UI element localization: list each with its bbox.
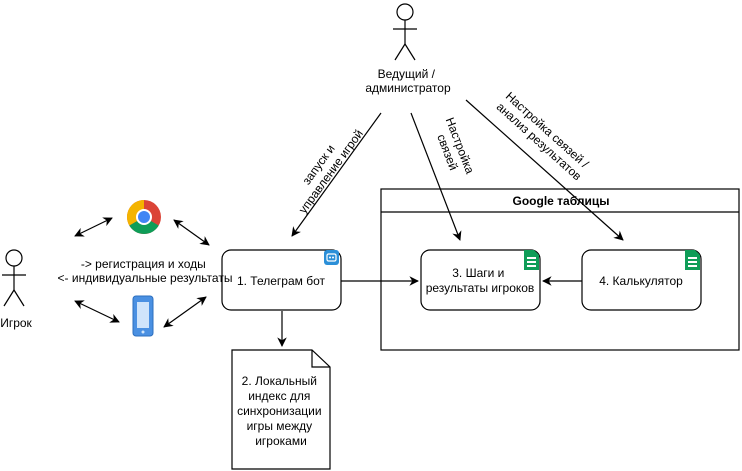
- edges: [74, 99, 624, 347]
- group-title: Google таблицы: [513, 194, 610, 208]
- google-sheets-icon: [685, 250, 700, 270]
- steps-results-label: 3. Шаги и результаты игроков: [426, 266, 535, 295]
- mobile-phone-icon: [132, 295, 154, 337]
- edge-admin-to-calc: [465, 99, 624, 241]
- player-label: Игрок: [0, 316, 32, 330]
- player-channel-label: -> регистрация и ходы <- индивидуальные …: [58, 257, 233, 285]
- telegram-bot-icon: [324, 250, 339, 265]
- chrome-browser-icon: [127, 200, 161, 234]
- calculator-node[interactable]: 4. Калькулятор: [581, 249, 702, 311]
- edge-label-setup: Настройка связей: [430, 115, 479, 183]
- player-actor: Игрок: [0, 249, 33, 330]
- telegram-bot-node[interactable]: 1. Телеграм бот: [221, 249, 342, 311]
- steps-results-node[interactable]: 3. Шаги и результаты игроков: [420, 249, 541, 311]
- edge-admin-to-bot: [291, 112, 382, 237]
- calculator-label: 4. Калькулятор: [599, 274, 683, 288]
- local-index-node[interactable]: 2. Локальный индекс для синхронизации иг…: [231, 349, 331, 470]
- edge-chrome-bot: [173, 219, 210, 246]
- admin-label: Ведущий / администратор: [365, 67, 451, 95]
- admin-actor: Ведущий / администратор: [365, 3, 451, 95]
- local-index-label: 2. Локальный индекс для синхронизации иг…: [237, 374, 325, 448]
- google-sheets-icon: [524, 250, 539, 270]
- edge-label-launch: запуск и управление игрой: [284, 119, 365, 216]
- edge-player-mobile: [74, 300, 120, 323]
- edge-admin-to-steps: [410, 112, 462, 241]
- player-stick-figure-icon: [2, 249, 26, 307]
- edge-player-chrome: [74, 217, 113, 237]
- edge-mobile-bot: [163, 296, 207, 328]
- admin-stick-figure-icon: [393, 3, 417, 61]
- telegram-bot-label: 1. Телеграм бот: [237, 274, 326, 288]
